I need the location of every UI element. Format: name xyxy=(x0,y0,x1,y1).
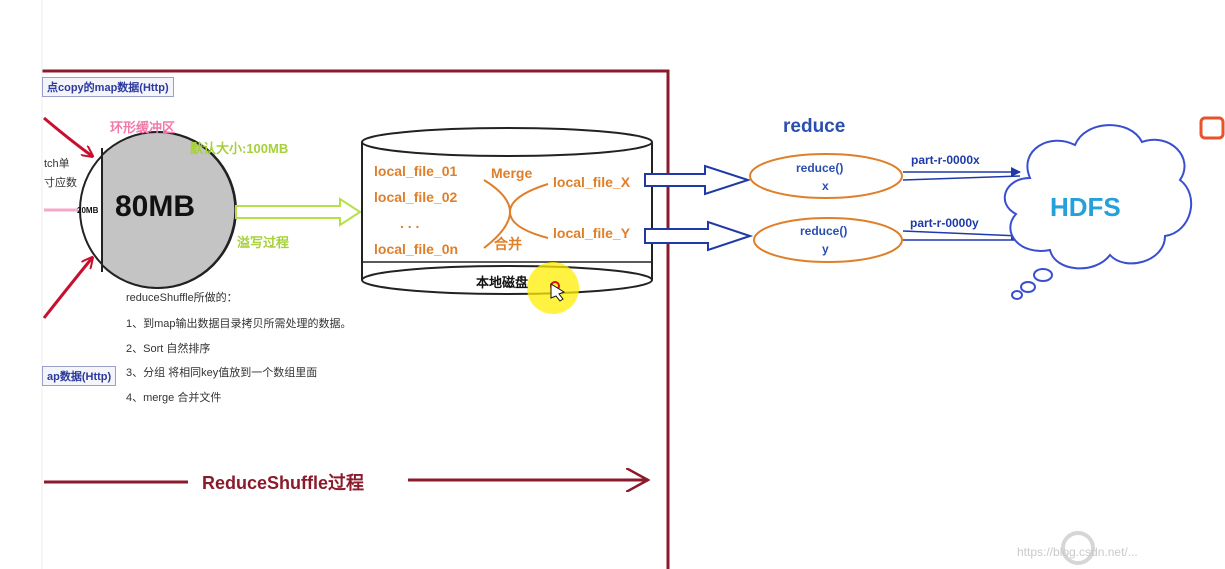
reduce-y-line1: reduce() xyxy=(800,224,848,238)
merge-curve-top xyxy=(483,179,549,213)
step-1: 1、到map输出数据目录拷贝所需处理的数据。 xyxy=(126,318,352,330)
bottom-source-tag: ap数据(Http) xyxy=(42,366,117,386)
local-file-x: local_file_X xyxy=(553,174,631,190)
blue-arrow-to-reduce-y xyxy=(644,220,754,252)
reduce-x-line1: reduce() xyxy=(796,161,844,175)
process-frame xyxy=(42,69,670,569)
blue-arrow-to-reduce-x xyxy=(644,164,752,196)
local-file-y: local_file_Y xyxy=(553,225,631,241)
merge-curve-bottom xyxy=(483,211,549,249)
cloud-bubble-3 xyxy=(1011,290,1023,300)
corner-logo xyxy=(1199,116,1225,140)
output-y-label: part-r-0000y xyxy=(910,216,979,230)
watermark-logo-icon xyxy=(1061,531,1095,565)
reduce-y-line2: y xyxy=(822,242,829,256)
disk-bottom xyxy=(361,265,653,295)
local-disk-label: 本地磁盘 xyxy=(476,275,529,290)
red-arrow-bottom xyxy=(42,258,92,319)
local-file-0n: local_file_0n xyxy=(374,241,459,257)
step-2: 2、Sort 自然排序 xyxy=(126,343,211,355)
watermark-text: https://blog.csdn.net/... xyxy=(1017,545,1138,559)
top-source-tag: 点copy的map数据(Http) xyxy=(42,77,174,97)
reduce-x-line2: x xyxy=(822,179,829,193)
red-arrow-top xyxy=(43,116,92,156)
buffer-size-label: 80MB xyxy=(115,190,196,223)
buffer-small-label: 20MB xyxy=(77,206,99,215)
hdfs-label: HDFS xyxy=(1050,192,1121,222)
side-text-1: tch单 xyxy=(44,158,70,170)
step-4: 4、merge 合并文件 xyxy=(126,392,222,404)
spill-arrow xyxy=(235,197,362,227)
ring-buffer-title: 环形缓冲区 xyxy=(110,120,176,135)
process-label: ReduceShuffle过程 xyxy=(202,473,365,493)
merge-cn-label: 合并 xyxy=(494,236,522,252)
output-arrow-x-b xyxy=(902,175,1021,181)
output-arrow-y-a xyxy=(902,230,1021,241)
reduce-node-x xyxy=(749,153,903,199)
local-file-01: local_file_01 xyxy=(374,163,458,179)
default-size-label: 默认大小:100MB xyxy=(190,141,289,156)
local-file-ellipsis: . . . xyxy=(400,215,420,231)
hdfs-cloud xyxy=(1003,124,1193,270)
merge-label: Merge xyxy=(491,165,533,181)
hand-cursor-icon xyxy=(550,283,566,302)
cloud-bubble-1 xyxy=(1033,268,1053,282)
steps-title: reduceShuffle所做的： xyxy=(126,292,238,304)
step-3: 3、分组 将相同key值放到一个数组里面 xyxy=(126,367,318,379)
side-text-2: 寸应数 xyxy=(44,177,77,189)
cloud-bubble-2 xyxy=(1020,281,1036,293)
disk-top xyxy=(361,127,653,157)
spill-label: 溢写过程 xyxy=(237,235,290,250)
output-x-label: part-r-0000x xyxy=(911,153,980,167)
reduce-title: reduce xyxy=(783,116,846,137)
reduce-node-y xyxy=(753,217,903,263)
local-file-02: local_file_02 xyxy=(374,189,458,205)
